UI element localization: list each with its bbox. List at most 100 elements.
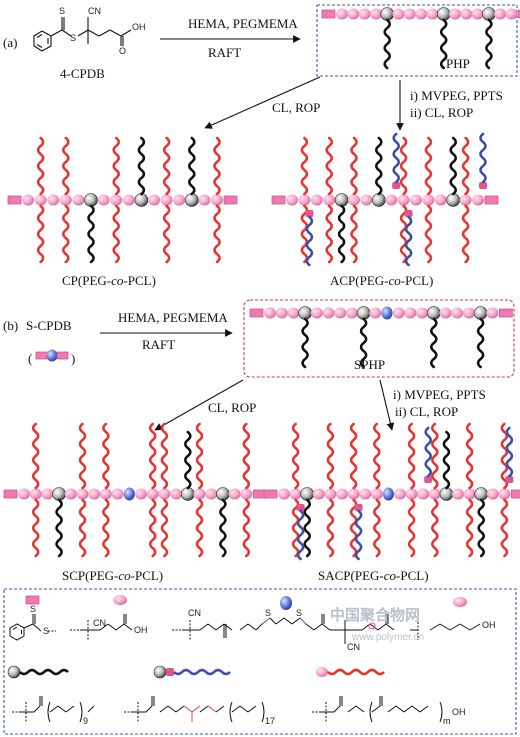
monomer-bead xyxy=(486,307,499,319)
php-label: PHP xyxy=(446,56,470,71)
grafting-bead xyxy=(52,487,66,501)
monomer-bead xyxy=(403,8,416,20)
legend-oh-2: OH xyxy=(482,620,496,630)
acetal-linker xyxy=(424,476,433,483)
pcl-chain xyxy=(424,136,433,196)
legend-box xyxy=(3,588,517,735)
monomer-bead xyxy=(122,194,135,206)
legend-n-pcl: m xyxy=(443,716,451,726)
monomer-bead xyxy=(275,307,288,319)
monomer-bead xyxy=(76,488,89,500)
monomer-bead xyxy=(462,307,475,319)
legend-structures-row1 xyxy=(9,614,481,644)
monomer-bead xyxy=(170,488,183,500)
cp-label: CP(PEG-co-PCL) xyxy=(62,273,156,288)
acetal-linker xyxy=(392,182,401,189)
scpdb-label: S-CPDB xyxy=(26,318,72,333)
svg-text:(: ( xyxy=(28,351,32,366)
grafting-bead xyxy=(181,487,195,501)
monomer-bead xyxy=(64,488,77,500)
monomer-bead xyxy=(498,488,511,500)
pcl-chain xyxy=(461,204,470,264)
sacp-label: SACP(PEG-co-PCL) xyxy=(318,568,429,583)
pcl-chain xyxy=(373,498,381,558)
monomer-bead xyxy=(148,194,160,206)
pcl-chain xyxy=(349,422,358,490)
pcl-chain xyxy=(465,498,474,558)
end-block xyxy=(518,9,520,19)
legend-gray-bead xyxy=(7,665,21,679)
monomer-bead xyxy=(34,194,47,206)
legend-cn-2: CN xyxy=(188,608,201,618)
legend-chains xyxy=(7,665,385,679)
monomer-bead xyxy=(264,307,276,319)
oh-text: OH xyxy=(132,22,146,32)
legend-mvpeg-chain xyxy=(173,668,231,676)
pcl-chain xyxy=(349,498,358,558)
legend-peg-chain xyxy=(19,668,69,676)
grafting-bead xyxy=(371,193,386,207)
a-right-step-1: i) MVPEG, PPTS xyxy=(410,88,503,103)
pcl-chain xyxy=(407,422,416,490)
legend-cn-3: CN xyxy=(347,642,360,652)
peg-chain xyxy=(337,204,346,264)
monomer-bead xyxy=(463,488,476,500)
pcl-chain xyxy=(112,136,120,196)
grafting-bead xyxy=(84,193,98,207)
monomer-bead xyxy=(459,194,472,206)
end-block xyxy=(484,195,499,205)
monomer-bead xyxy=(428,488,441,500)
grafting-bead xyxy=(380,7,395,21)
monomer-bead xyxy=(347,8,360,20)
monomer-bead xyxy=(410,194,422,206)
pcl-chain xyxy=(213,204,221,264)
grafting-bead xyxy=(185,193,199,207)
monomer-bead xyxy=(334,307,347,319)
acetal-linker xyxy=(479,182,487,189)
monomer-bead xyxy=(369,307,382,319)
watermark-cn: 中国聚合物网 xyxy=(330,606,420,624)
pcl-chain xyxy=(500,498,509,558)
grafting-bead xyxy=(446,193,461,207)
pcl-chain xyxy=(300,204,309,264)
panel-b-tag: (b) xyxy=(3,318,18,333)
legend-gray-bead xyxy=(153,665,167,679)
end-block xyxy=(249,308,264,318)
watermark-url: www.polymer.cn xyxy=(351,632,424,643)
pcl-chain xyxy=(350,136,358,196)
grafting-bead xyxy=(426,306,441,320)
grafting-bead xyxy=(134,193,149,207)
b-right-step-2: ii) CL, ROP xyxy=(395,404,458,419)
pcl-chain xyxy=(36,204,45,264)
b-reagents-top: HEMA, PEGMEMA xyxy=(118,310,228,325)
monomer-bead xyxy=(198,194,211,206)
mvpeg-chain xyxy=(424,426,432,478)
mvpeg-chain xyxy=(296,509,305,561)
pcl-chain xyxy=(148,498,157,558)
monomer-bead xyxy=(369,8,382,20)
end-block xyxy=(3,489,18,499)
end-block xyxy=(7,195,22,205)
monomer-bead xyxy=(494,8,507,20)
monomer-bead xyxy=(287,307,300,319)
pcl-chain xyxy=(326,498,335,558)
mvpeg-chain xyxy=(505,426,514,478)
mvpeg-chain xyxy=(404,215,413,267)
cp-brush xyxy=(7,136,238,264)
pcl-chain xyxy=(465,422,474,490)
monomer-bead xyxy=(228,488,241,500)
monomer-bead xyxy=(158,488,171,500)
pcl-chain xyxy=(62,204,70,264)
acp-brush xyxy=(271,132,499,267)
pcl-chain xyxy=(31,422,40,490)
legend-cn-1: CN xyxy=(93,618,106,628)
pcl-chain xyxy=(461,136,470,196)
monomer-bead xyxy=(88,488,101,500)
acetal-linker xyxy=(354,504,363,511)
pcl-chain xyxy=(112,204,120,264)
monomer-bead xyxy=(449,8,461,20)
pcl-chain xyxy=(195,498,204,558)
monomer-bead xyxy=(29,488,42,500)
monomer-bead xyxy=(397,194,410,206)
php-box xyxy=(316,4,518,77)
